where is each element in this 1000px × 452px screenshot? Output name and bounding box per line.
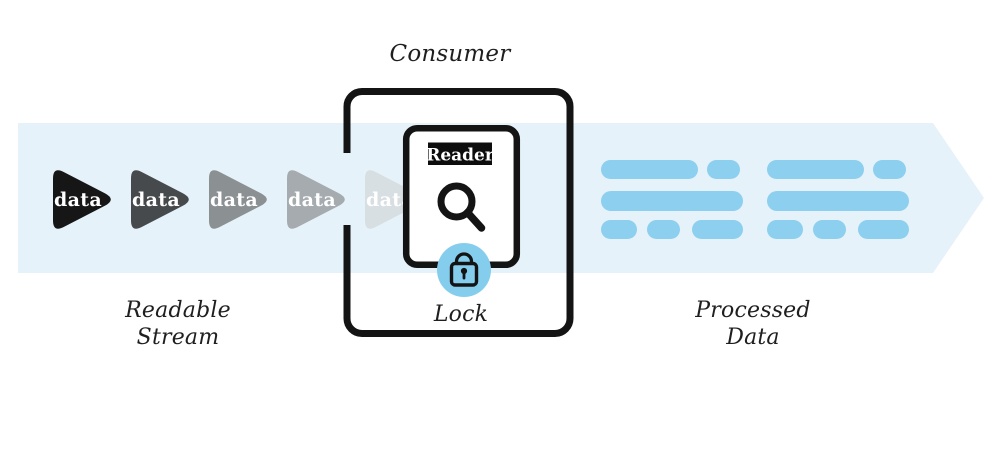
data-packets: data data data data data (53, 170, 423, 229)
readable-stream-label: Readable Stream (78, 297, 278, 351)
lock-body (449, 261, 479, 287)
data-pill (767, 160, 864, 179)
data-packet: data (209, 170, 267, 229)
reader-label-bg (428, 142, 492, 165)
packet-label: data (210, 189, 258, 211)
consumer-box-left-gap (341, 153, 354, 225)
reader-label: Reader (426, 146, 495, 166)
magnifier-handle (463, 208, 486, 232)
data-pill (647, 220, 680, 239)
consumer-label: Consumer (389, 41, 511, 67)
processed-data-group-2 (767, 160, 909, 239)
lock-keyhole (460, 267, 468, 275)
magnifier-icon (437, 182, 486, 232)
data-pill (601, 220, 637, 239)
packet-label: data (54, 189, 102, 211)
data-packet: data (287, 170, 345, 229)
packet-shape (53, 170, 111, 229)
packet-shape (209, 170, 267, 229)
data-packet: data (53, 170, 111, 229)
data-packet: data (131, 170, 189, 229)
data-pill (692, 220, 743, 239)
readable-stream-line2: Stream (136, 325, 220, 350)
data-pill (767, 191, 909, 211)
processed-data-group-1 (601, 160, 743, 239)
data-pill (601, 160, 698, 179)
processed-data-label: Processed Data (653, 297, 853, 351)
lock-shackle (454, 252, 474, 265)
data-pill (767, 220, 803, 239)
lock-icon (449, 252, 479, 287)
lock-keyhole-stem (462, 272, 466, 280)
data-packet: data (365, 170, 423, 229)
packet-shape (287, 170, 345, 229)
data-pill (813, 220, 846, 239)
data-pill (601, 191, 743, 211)
lock-label: Lock (433, 302, 489, 327)
packet-shape (365, 170, 423, 229)
magnifier-lens (437, 182, 476, 221)
processed-data-line2: Data (726, 325, 780, 350)
packet-label: data (288, 189, 336, 211)
processed-data-line1: Processed (695, 298, 811, 323)
readable-stream-line1: Readable (125, 298, 231, 323)
data-pill (858, 220, 909, 239)
packet-label: data (132, 189, 180, 211)
packet-label: data (366, 189, 414, 211)
data-pill (707, 160, 740, 179)
data-pill (873, 160, 906, 179)
packet-shape (131, 170, 189, 229)
